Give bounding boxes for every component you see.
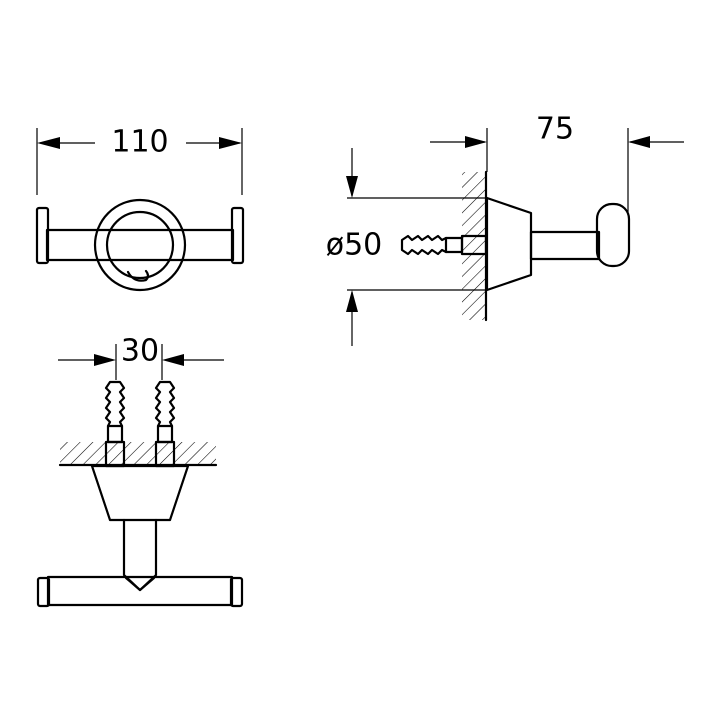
dimension-width-label: 110 bbox=[111, 125, 168, 160]
side-base bbox=[485, 196, 533, 292]
side-view: 75 ø50 bbox=[326, 112, 684, 346]
dimension-spacing: 30 bbox=[58, 334, 224, 380]
rosette-outer bbox=[93, 198, 187, 292]
top-view: 30 bbox=[36, 334, 244, 608]
side-knob bbox=[595, 202, 631, 268]
dimension-depth-label: 75 bbox=[536, 112, 574, 147]
dimension-depth: 75 bbox=[430, 112, 684, 212]
top-wall-hatch bbox=[60, 442, 216, 465]
hook-bar bbox=[45, 228, 235, 262]
front-view: 110 bbox=[35, 125, 245, 292]
rosette-lock bbox=[126, 269, 150, 282]
side-arm bbox=[529, 230, 601, 261]
rosette-inner bbox=[105, 210, 175, 280]
top-base bbox=[90, 464, 190, 522]
top-right-end bbox=[229, 576, 244, 608]
right-end-cap bbox=[230, 206, 245, 265]
top-left-end bbox=[36, 576, 51, 608]
left-end-cap bbox=[35, 206, 50, 265]
wall-hatch bbox=[462, 172, 485, 320]
dimension-diameter-label: ø50 bbox=[326, 228, 383, 263]
dimension-width: 110 bbox=[36, 125, 243, 195]
dimension-spacing-label: 30 bbox=[121, 334, 159, 369]
